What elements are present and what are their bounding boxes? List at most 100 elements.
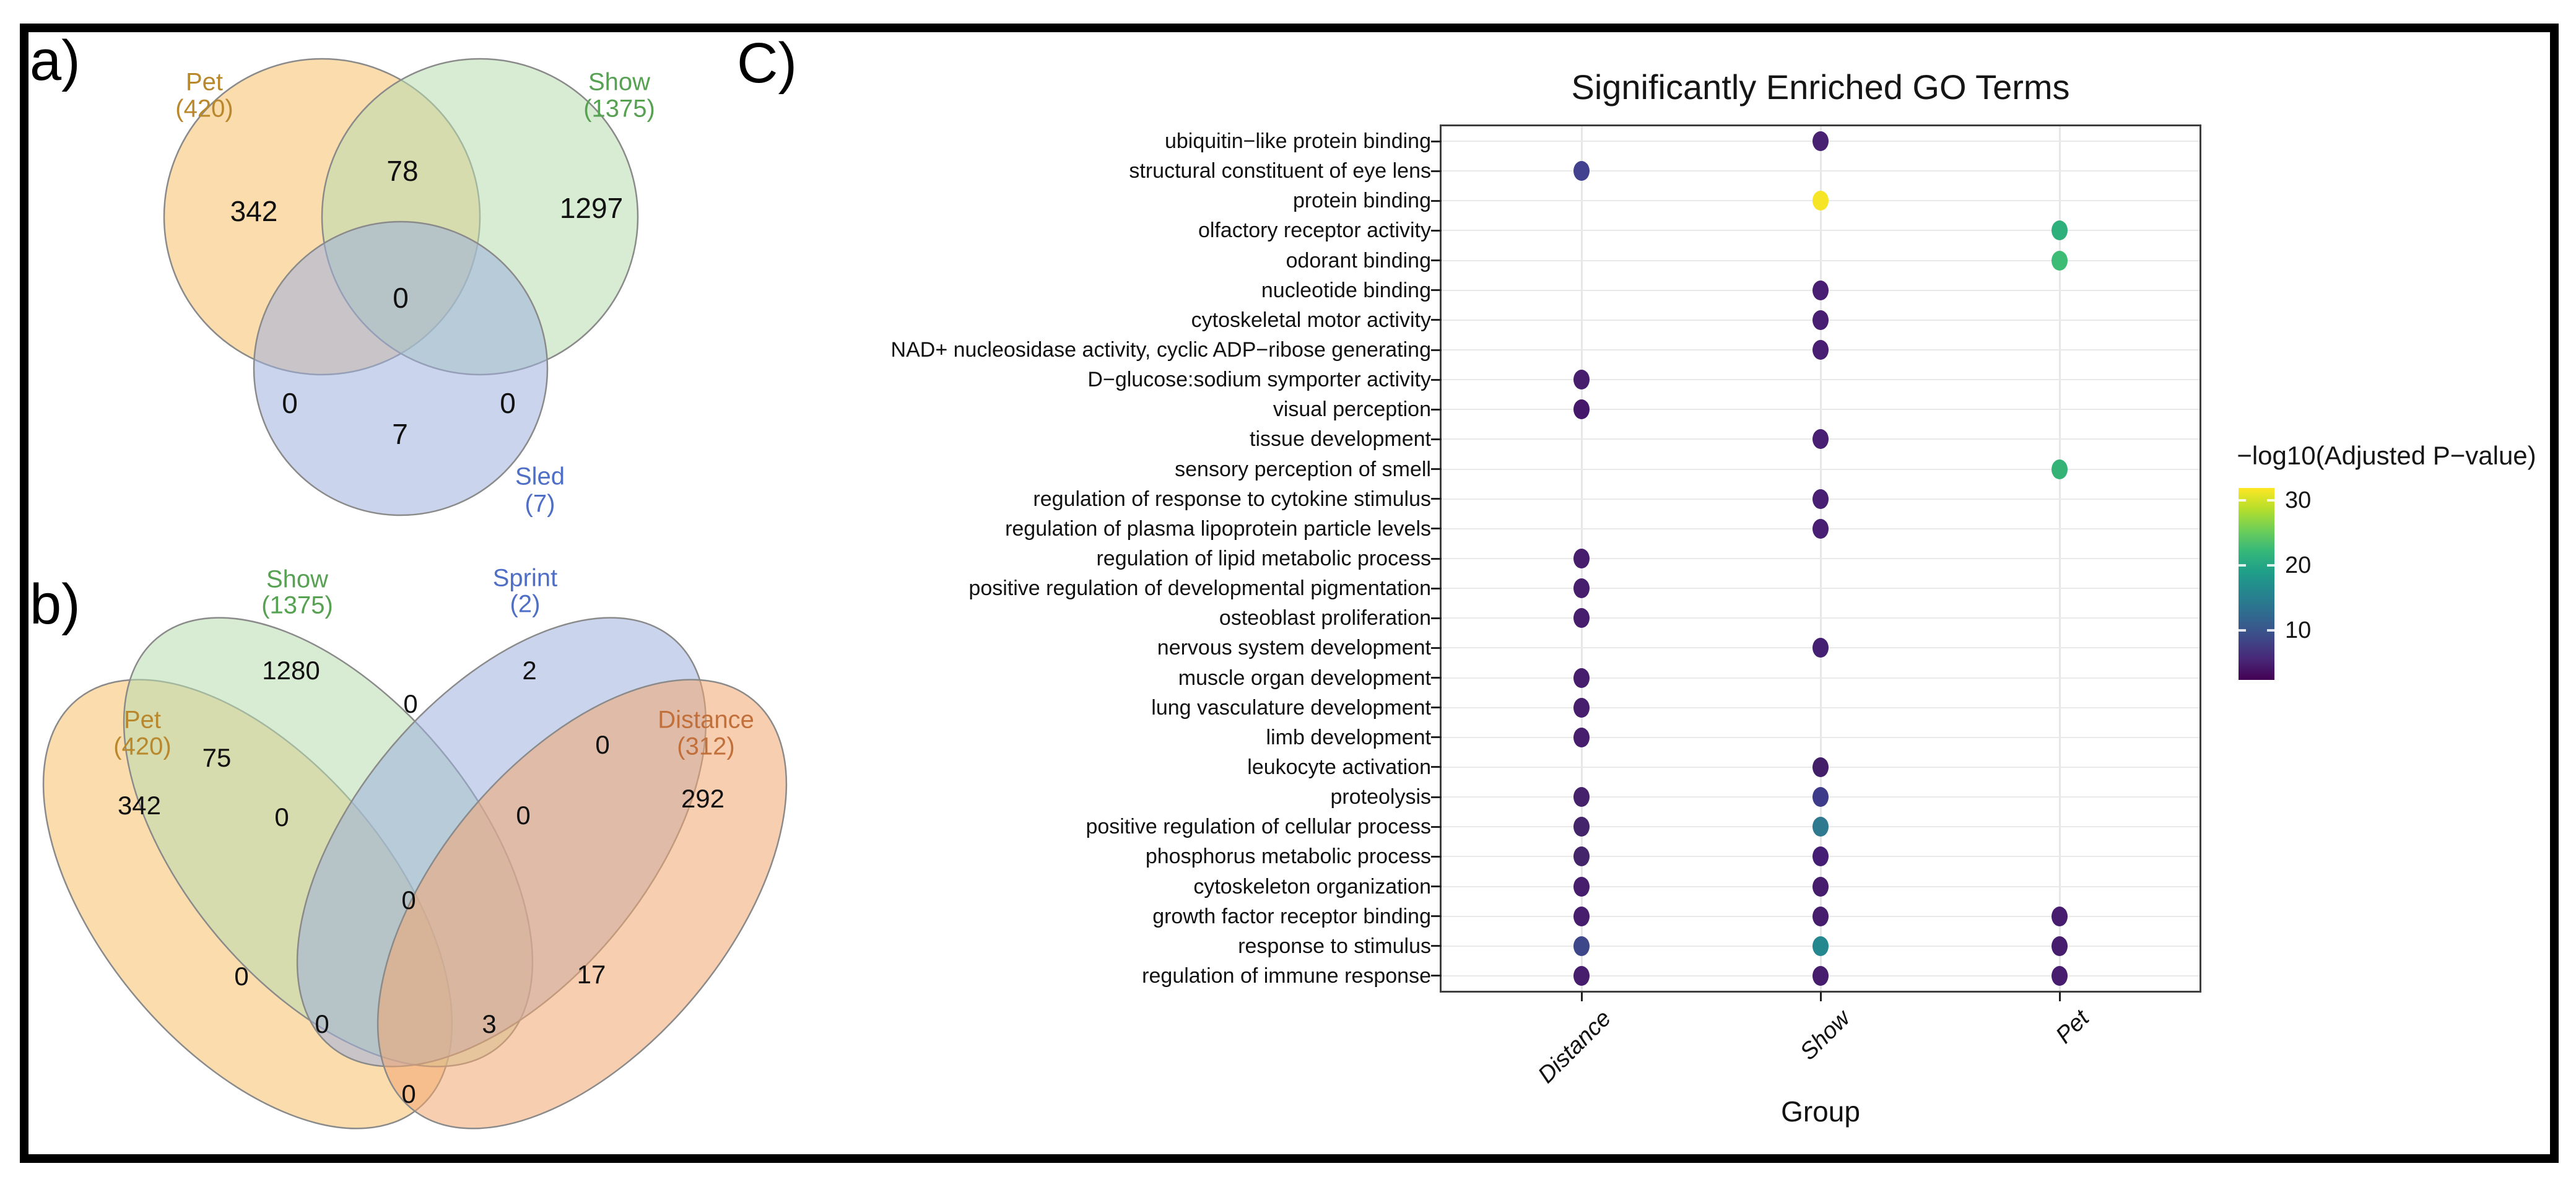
- figure-border: [20, 24, 2559, 1163]
- go-term-label: growth factor receptor binding: [1152, 904, 1431, 928]
- go-term-label: osteoblast proliferation: [1219, 606, 1431, 630]
- dot-show-row22: [1812, 757, 1829, 777]
- go-term-label: positive regulation of cellular process: [1086, 815, 1431, 839]
- y-axis-tick: [1431, 945, 1442, 947]
- venn-a-label-pet-total: (420): [175, 95, 233, 123]
- venn-a-label-show-total: (1375): [583, 95, 655, 123]
- venn-a-label-show: Show: [588, 69, 650, 96]
- dotplot-hgridline: [1442, 558, 2200, 559]
- venn-a-count-pet-sled: 0: [282, 387, 298, 419]
- dotplot-hgridline: [1442, 170, 2200, 172]
- y-axis-tick: [1431, 855, 1442, 858]
- dotplot-hgridline: [1442, 409, 2200, 411]
- dot-pet-row4: [2052, 220, 2068, 241]
- dot-show-row7: [1812, 310, 1829, 330]
- y-axis-tick: [1431, 646, 1442, 649]
- legend-tickmark-30-left: [2239, 499, 2246, 502]
- venn-a-count-show-sled: 0: [500, 387, 516, 419]
- go-term-label: positive regulation of developmental pig…: [968, 576, 1431, 601]
- dot-show-row1: [1812, 131, 1829, 152]
- go-term-label: ubiquitin−like protein binding: [1164, 129, 1431, 154]
- venn-a-label-sled-total: (7): [525, 490, 555, 518]
- go-term-label: regulation of lipid metabolic process: [1096, 547, 1431, 570]
- go-term-label: olfactory receptor activity: [1198, 219, 1431, 243]
- venn-b-label-sprint: Sprint: [493, 565, 558, 592]
- dot-distance-row17: [1573, 608, 1590, 629]
- dotplot-hgridline: [1442, 736, 2200, 738]
- legend-tickmark-20-right: [2267, 564, 2274, 567]
- venn-b-count-all-four: 0: [401, 885, 416, 915]
- y-axis-tick: [1431, 915, 1442, 918]
- dot-distance-row20: [1573, 697, 1590, 718]
- dot-distance-row23: [1573, 787, 1590, 807]
- venn-b-label-sprint-total: (2): [510, 591, 541, 618]
- go-term-label: regulation of plasma lipoprotein particl…: [1005, 516, 1431, 541]
- dot-show-row23: [1812, 787, 1829, 807]
- y-axis-tick: [1431, 498, 1442, 500]
- legend-tickmark-30-right: [2267, 499, 2274, 502]
- go-term-label: leukocyte activation: [1247, 755, 1431, 779]
- y-axis-tick: [1431, 170, 1442, 172]
- y-axis-tick: [1431, 408, 1442, 411]
- dot-distance-row24: [1573, 817, 1590, 837]
- venn-b-count-show-distance: 17: [577, 960, 606, 989]
- dot-distance-row15: [1573, 549, 1590, 568]
- go-term-label: regulation of response to cytokine stimu…: [1033, 487, 1431, 511]
- venn-b-count-pet-show: 75: [202, 743, 232, 772]
- go-term-label: nucleotide binding: [1261, 278, 1431, 302]
- y-axis-tick: [1431, 199, 1442, 202]
- y-axis-tick: [1431, 736, 1442, 739]
- go-term-label: visual perception: [1273, 398, 1431, 422]
- dot-show-row6: [1812, 280, 1829, 300]
- y-axis-tick: [1431, 617, 1442, 619]
- y-axis-tick: [1431, 766, 1442, 768]
- venn-b-count-pet-show-sprint: 0: [274, 803, 289, 832]
- venn-b-count-pet: 342: [118, 791, 161, 820]
- go-term-label: regulation of immune response: [1142, 964, 1431, 988]
- y-axis-tick: [1431, 319, 1442, 321]
- dot-distance-row16: [1573, 578, 1590, 599]
- dotplot-title: Significantly Enriched GO Terms: [1571, 67, 2070, 107]
- dot-distance-row2: [1573, 161, 1590, 181]
- venn-a-label-pet: Pet: [186, 69, 223, 96]
- venn-b-ellipse-distance: [376, 679, 788, 1129]
- venn-b-count-show: 1280: [262, 656, 320, 685]
- y-axis-tick: [1431, 677, 1442, 679]
- dot-show-row24: [1812, 817, 1829, 837]
- dotplot-hgridline: [1442, 617, 2200, 619]
- legend-tick-10: 10: [2285, 617, 2312, 643]
- dot-show-row27: [1812, 906, 1829, 926]
- dot-distance-row25: [1573, 846, 1590, 867]
- go-term-label: D−glucose:sodium symporter activity: [1087, 368, 1431, 392]
- x-axis-title: Group: [1781, 1095, 1860, 1128]
- venn-a-circle-sled: [253, 220, 549, 516]
- venn-b-count-pet-sprint: 0: [234, 962, 248, 991]
- go-term-label: NAD+ nucleosidase activity, cyclic ADP−r…: [890, 338, 1431, 362]
- venn-b-count-sprint-distance: 0: [595, 730, 609, 759]
- venn-b-label-pet-total: (420): [113, 733, 171, 760]
- go-term-label: lung vasculature development: [1151, 695, 1431, 720]
- venn-a-count-pet: 342: [230, 195, 278, 227]
- y-axis-tick: [1431, 349, 1442, 351]
- venn-b-label-distance: Distance: [658, 707, 754, 734]
- go-term-label: structural constituent of eye lens: [1129, 159, 1431, 183]
- dot-pet-row27: [2052, 906, 2068, 926]
- dot-show-row18: [1812, 638, 1829, 658]
- go-term-label: protein binding: [1292, 189, 1431, 213]
- venn-a-count-sled: 7: [392, 418, 408, 450]
- y-axis-tick: [1431, 528, 1442, 530]
- dot-pet-row12: [2052, 459, 2068, 479]
- dot-distance-row9: [1573, 370, 1590, 390]
- dot-pet-row5: [2052, 250, 2068, 271]
- panel-a-letter: a): [30, 29, 80, 92]
- dot-distance-row10: [1573, 399, 1590, 420]
- venn-b-count-show-sprint: 0: [403, 689, 417, 718]
- dotplot-hgridline: [1442, 707, 2200, 708]
- dot-distance-row21: [1573, 727, 1590, 747]
- legend-title: −log10(Adjusted P−value): [2237, 441, 2536, 470]
- dotplot-hgridline: [1442, 259, 2200, 261]
- y-axis-tick: [1431, 438, 1442, 440]
- dot-distance-row27: [1573, 906, 1590, 926]
- go-term-label: limb development: [1266, 725, 1431, 749]
